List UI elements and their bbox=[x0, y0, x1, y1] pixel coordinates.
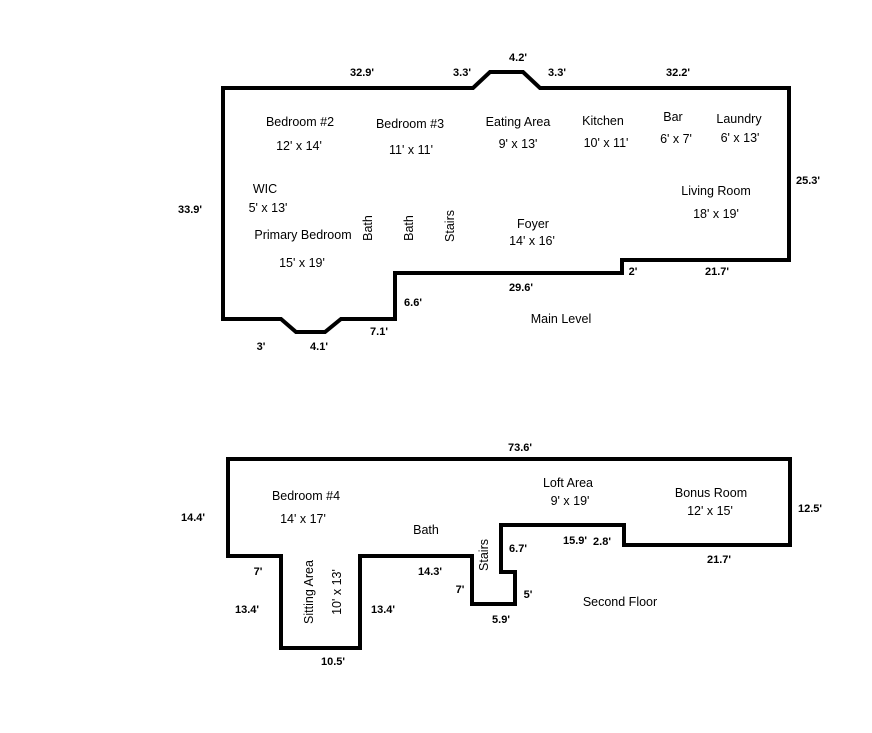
room-name: Laundry bbox=[716, 112, 762, 126]
room-name: Bar bbox=[663, 110, 682, 124]
dimension: 3.3' bbox=[548, 67, 566, 79]
room-size: 14' x 16' bbox=[509, 234, 555, 248]
dimension: 7' bbox=[456, 584, 465, 596]
dimension: 10.5' bbox=[321, 656, 345, 668]
stairs-label: Stairs bbox=[443, 210, 457, 242]
room-size: 9' x 19' bbox=[551, 494, 590, 508]
dimension: 13.4' bbox=[235, 604, 259, 616]
room-name: Loft Area bbox=[543, 476, 593, 490]
dimension: 33.9' bbox=[178, 204, 202, 216]
dimension: 6.7' bbox=[509, 543, 527, 555]
stairs-label: Stairs bbox=[477, 539, 491, 571]
dimension: 4.1' bbox=[310, 341, 328, 353]
level-title: Main Level bbox=[531, 312, 591, 326]
room-size: 18' x 19' bbox=[693, 207, 739, 221]
room-size: 15' x 19' bbox=[279, 256, 325, 270]
dimension: 32.9' bbox=[350, 67, 374, 79]
dimension: 3' bbox=[257, 341, 266, 353]
dimension: 12.5' bbox=[798, 503, 822, 515]
bath-label: Bath bbox=[413, 523, 439, 537]
room-name: Sitting Area bbox=[302, 560, 316, 624]
room-size: 14' x 17' bbox=[280, 512, 326, 526]
room-name: Eating Area bbox=[486, 115, 551, 129]
room-size: 12' x 14' bbox=[276, 139, 322, 153]
dimension: 25.3' bbox=[796, 175, 820, 187]
dimension: 7.1' bbox=[370, 326, 388, 338]
room-name: Kitchen bbox=[582, 114, 624, 128]
main-level-outline bbox=[221, 70, 791, 334]
dimension: 14.4' bbox=[181, 512, 205, 524]
room-size: 9' x 13' bbox=[499, 137, 538, 151]
dimension: 73.6' bbox=[508, 442, 532, 454]
dimension: 5' bbox=[524, 589, 533, 601]
dimension: 5.9' bbox=[492, 614, 510, 626]
room-size: 5' x 13' bbox=[249, 201, 288, 215]
dimension: 2' bbox=[629, 266, 638, 278]
room-name: Foyer bbox=[517, 217, 549, 231]
room-name: Primary Bedroom bbox=[254, 228, 351, 242]
room-size: 12' x 15' bbox=[687, 504, 733, 518]
room-name: Bedroom #4 bbox=[272, 489, 340, 503]
bath-label: Bath bbox=[361, 215, 375, 241]
room-name: Bonus Room bbox=[675, 486, 747, 500]
room-size: 6' x 7' bbox=[660, 132, 692, 146]
dimension: 29.6' bbox=[509, 282, 533, 294]
room-size: 10' x 11' bbox=[584, 136, 629, 150]
dimension: 4.2' bbox=[509, 52, 527, 64]
bath-label: Bath bbox=[402, 215, 416, 241]
room-size: 11' x 11' bbox=[389, 143, 433, 157]
dimension: 32.2' bbox=[666, 67, 690, 79]
level-title: Second Floor bbox=[583, 595, 657, 609]
room-name: WIC bbox=[253, 182, 277, 196]
dimension: 21.7' bbox=[705, 266, 729, 278]
dimension: 7' bbox=[254, 566, 263, 578]
dimension: 14.3' bbox=[418, 566, 442, 578]
dimension: 21.7' bbox=[707, 554, 731, 566]
room-size: 6' x 13' bbox=[721, 131, 760, 145]
dimension: 13.4' bbox=[371, 604, 395, 616]
room-name: Living Room bbox=[681, 184, 750, 198]
dimension: 6.6' bbox=[404, 297, 422, 309]
second-floor-outline bbox=[226, 457, 792, 650]
dimension: 2.8' bbox=[593, 536, 611, 548]
room-size: 10' x 13' bbox=[330, 569, 344, 615]
room-name: Bedroom #2 bbox=[266, 115, 334, 129]
dimension: 3.3' bbox=[453, 67, 471, 79]
dimension: 15.9' bbox=[563, 535, 587, 547]
room-name: Bedroom #3 bbox=[376, 117, 444, 131]
